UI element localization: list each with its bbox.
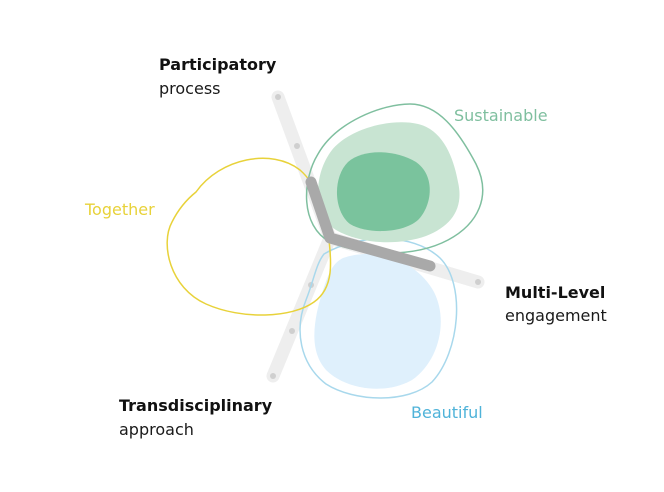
multilevel-title: Multi-Level (505, 283, 606, 302)
transdisciplinary-axis-end-dot (270, 373, 276, 379)
sustainable-label: Sustainable (454, 106, 548, 125)
transdisciplinary-subtitle: approach (119, 420, 194, 439)
sustainable-dark-fill (336, 152, 430, 232)
transdisciplinary-axis-tick-dot (289, 328, 295, 334)
participatory-title: Participatory (159, 55, 277, 74)
together-outline (166, 157, 332, 316)
transdisciplinary-title: Transdisciplinary (119, 396, 273, 415)
sustainable-outline (305, 103, 484, 254)
multilevel-axis-end-dot (475, 279, 481, 285)
together-label: Together (85, 200, 155, 219)
participatory-axis-tick-dot (294, 143, 300, 149)
beautiful-label: Beautiful (411, 403, 483, 422)
beautiful-fill-shape (314, 253, 441, 389)
participatory-axis-end-dot (275, 94, 281, 100)
participatory-subtitle: process (159, 79, 221, 98)
beautiful-outline (299, 238, 458, 399)
multilevel-subtitle: engagement (505, 306, 607, 325)
center-connector-path (305, 176, 436, 272)
